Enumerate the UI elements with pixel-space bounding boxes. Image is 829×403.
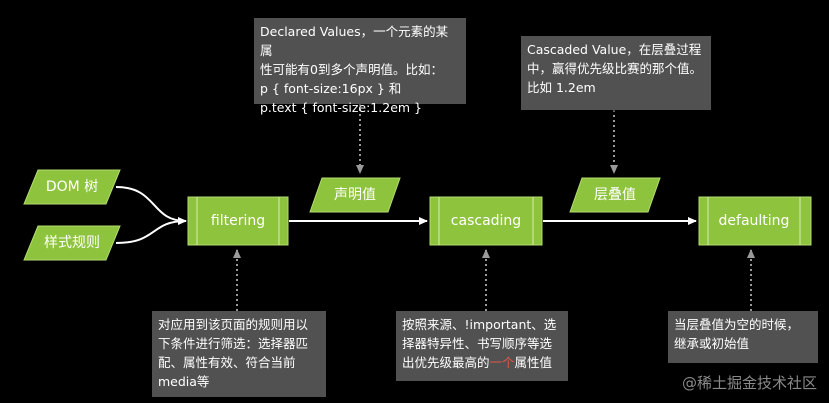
process-box-cascading: [429, 196, 543, 246]
input-shape-style: [23, 225, 121, 261]
process-box-filtering: [187, 196, 289, 246]
input-label-style: 样式规则: [44, 235, 100, 251]
input-label-dom: DOM 树: [45, 179, 99, 195]
process-label-filtering: filtering: [210, 213, 266, 229]
value-shape-cascaded: [569, 177, 661, 213]
arrow-style-to-filtering: [115, 220, 187, 244]
watermark: @稀土掘金技术社区: [681, 374, 817, 392]
note-filtering: 对应用到该页面的规则用以 下条件进行筛选：选择器匹 配、属性有效、符合当前 me…: [152, 311, 326, 397]
value-label-declared: 声明值: [334, 187, 376, 203]
note-cascading-tail: 属性值: [514, 355, 553, 370]
note-cascading-highlight: 一个: [489, 355, 515, 370]
note-declared-values: Declared Values，一个元素的某属 性可能有0到多个声明值。比如： …: [254, 18, 466, 115]
process-box-defaulting: [698, 196, 812, 246]
process-label-defaulting: defaulting: [718, 213, 790, 229]
note-cascading-text: 按照来源、!important、选 择器特异性、书写顺序等选 出优先级最高的: [402, 317, 557, 370]
value-shape-declared: [309, 177, 401, 213]
process-label-cascading: cascading: [450, 213, 522, 229]
arrow-dom-to-filtering: [115, 186, 187, 225]
input-shape-dom: [23, 169, 121, 205]
note-defaulting: 当层叠值为空的时候， 继承或初始值: [668, 311, 818, 363]
note-cascading: 按照来源、!important、选 择器特异性、书写顺序等选 出优先级最高的一个…: [396, 311, 568, 381]
value-label-cascaded: 层叠值: [594, 187, 636, 203]
note-cascaded-value: Cascaded Value，在层叠过程 中，赢得优先级比赛的那个值。 比如 1…: [521, 36, 711, 110]
